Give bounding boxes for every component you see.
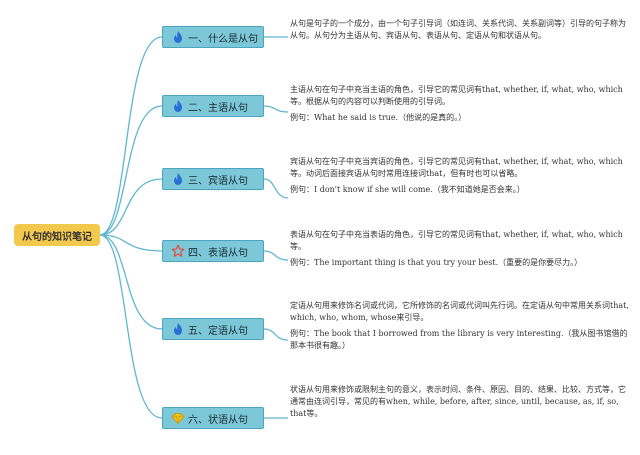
link-root-adverbial-clause xyxy=(99,234,163,419)
link-root-predicative-clause xyxy=(99,234,163,252)
link-root-attributive-clause xyxy=(99,234,163,330)
note-example: 例句：What he said is true.（他说的是真的。） xyxy=(290,113,467,122)
link-note-object-clause xyxy=(263,178,289,199)
link-note-subject-clause xyxy=(263,105,289,113)
topic-label: 三、宾语从句 xyxy=(188,175,248,187)
note-text: 宾语从句在句子中充当宾语的角色，引导它的常见词有that, whether, i… xyxy=(290,157,623,178)
topic-predicative-clause[interactable]: 四、表语从句 xyxy=(162,240,264,262)
link-note-attributive-clause xyxy=(263,328,289,341)
topic-subject-clause[interactable]: 二、主语从句 xyxy=(162,95,264,117)
note-text: 状语从句用来修饰或限制主句的意义，表示时间、条件、原因、目的、结果、比较、方式等… xyxy=(290,385,626,418)
root-node[interactable]: 从句的知识笔记 xyxy=(14,224,100,246)
flame-icon xyxy=(171,172,185,186)
topic-label: 四、表语从句 xyxy=(188,247,248,259)
note-text: 表语从句在句子中充当表语的角色，引导它的常见词有that, whether, i… xyxy=(290,230,623,251)
flame-icon xyxy=(171,322,185,336)
topic-label: 二、主语从句 xyxy=(188,102,248,114)
topic-attributive-clause[interactable]: 五、定语从句 xyxy=(162,318,264,340)
note-predicative-clause: 表语从句在句子中充当表语的角色，引导它的常见词有that, whether, i… xyxy=(290,229,630,273)
link-note-predicative-clause xyxy=(263,250,289,261)
topic-label: 一、什么是从句 xyxy=(188,33,258,45)
topic-what-is-clause[interactable]: 一、什么是从句 xyxy=(162,26,264,48)
note-example: 例句：I don't know if she will come.（我不知道她是… xyxy=(290,185,525,194)
note-attributive-clause: 定语从句用来修饰名词或代词，它所修饰的名词或代词叫先行词。在定语从句中常用关系词… xyxy=(290,300,630,356)
topic-object-clause[interactable]: 三、宾语从句 xyxy=(162,168,264,190)
topic-adverbial-clause[interactable]: 六、状语从句 xyxy=(162,407,264,429)
link-root-object-clause xyxy=(99,178,163,236)
note-object-clause: 宾语从句在句子中充当宾语的角色，引导它的常见词有that, whether, i… xyxy=(290,156,630,200)
star-icon xyxy=(171,244,185,258)
note-adverbial-clause: 状语从句用来修饰或限制主句的意义，表示时间、条件、原因、目的、结果、比较、方式等… xyxy=(290,384,630,424)
note-what-is-clause: 从句是句子的一个成分，由一个句子引导词（如连词、关系代词、关系副词等）引导的句子… xyxy=(290,18,630,46)
link-root-what-is-clause xyxy=(99,36,163,236)
note-text: 主语从句在句子中充当主语的角色，引导它的常见词有that, whether, i… xyxy=(290,85,623,106)
note-example: 例句：The book that I borrowed from the lib… xyxy=(290,329,628,350)
gem-icon xyxy=(171,411,185,425)
flame-icon xyxy=(171,99,185,113)
topic-label: 六、状语从句 xyxy=(188,414,248,426)
topic-label: 五、定语从句 xyxy=(188,325,248,337)
note-subject-clause: 主语从句在句子中充当主语的角色，引导它的常见词有that, whether, i… xyxy=(290,84,630,128)
note-text: 从句是句子的一个成分，由一个句子引导词（如连词、关系代词、关系副词等）引导的句子… xyxy=(290,19,626,40)
note-example: 例句：The important thing is that you try y… xyxy=(290,258,583,267)
note-text: 定语从句用来修饰名词或代词，它所修饰的名词或代词叫先行词。在定语从句中常用关系词… xyxy=(290,301,629,322)
flame-icon xyxy=(171,30,185,44)
link-root-subject-clause xyxy=(99,105,163,236)
